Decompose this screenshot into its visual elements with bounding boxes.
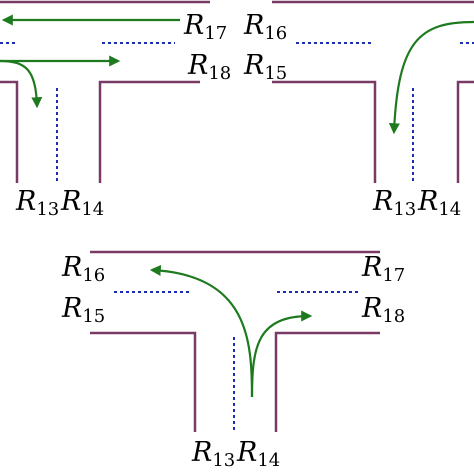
panel-left-label-r14: R14	[60, 186, 104, 220]
panel-right-label-r13: R13	[372, 186, 416, 220]
panel-left-label-r13: R13	[15, 186, 59, 220]
panel-bottom-road-lower-left-edge	[90, 331, 197, 432]
panel-bottom-label-r15: R15	[61, 293, 105, 327]
panel-bottom-flow-arrow-right-turn	[250, 310, 313, 398]
panel-right-label-r14: R14	[417, 186, 461, 220]
panel-left-label-r15: R15	[243, 50, 287, 84]
panel-left-road-lower-right-edge	[98, 80, 200, 183]
panel-left-label-r16: R16	[243, 10, 287, 44]
panel-right-road-lower-left-edge	[272, 80, 377, 183]
panel-bottom-label-r13: R13	[191, 437, 235, 471]
panel-left-label-r18: R18	[187, 50, 231, 84]
panel-bottom-road-lower-right-edge	[274, 331, 380, 432]
panel-left-road-lower-left-edge	[0, 80, 19, 183]
panel-right-road-lower-right-edge	[456, 80, 474, 183]
panel-left-junction: R17 R16 R18 R15 R13 R14	[0, 0, 287, 220]
panel-bottom-label-r17: R17	[361, 252, 405, 286]
panel-right-flow-arrow-left-turn	[388, 20, 474, 135]
panel-bottom-label-r14: R14	[236, 437, 280, 471]
panel-bottom-junction: R16 R15 R17 R18 R13 R14	[61, 250, 405, 471]
panel-left-flow-arrow-right-turn	[0, 59, 43, 109]
panel-bottom-label-r16: R16	[61, 252, 105, 286]
panel-bottom-label-r18: R18	[361, 293, 405, 327]
panel-right-junction: R13 R14	[272, 0, 474, 220]
panel-left-label-r17: R17	[183, 10, 227, 44]
